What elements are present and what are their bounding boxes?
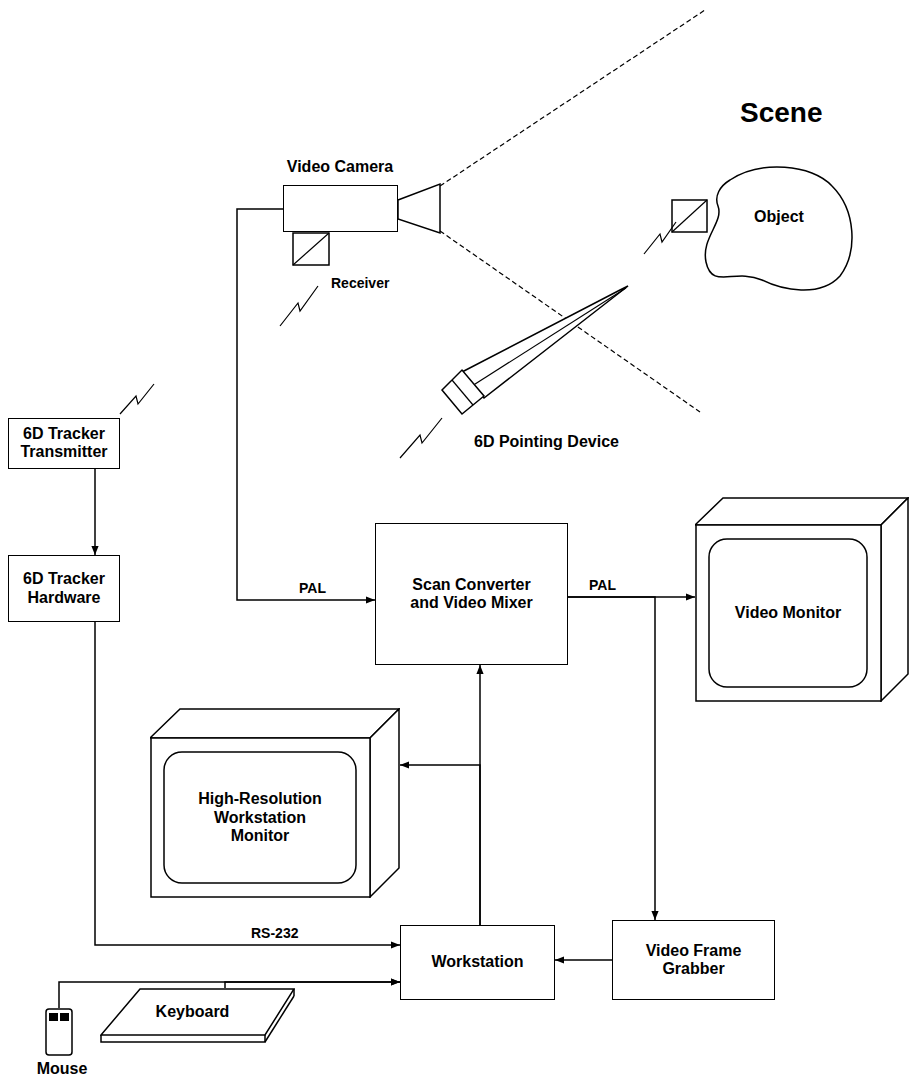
part-label: 6D Pointing Device xyxy=(474,433,619,451)
sensor-diagonal xyxy=(452,380,473,405)
signal-connector xyxy=(237,209,375,600)
signal-connector xyxy=(400,765,480,925)
receiver-sensor xyxy=(293,233,329,265)
pointing-device xyxy=(462,286,628,398)
node-label: Keyboard xyxy=(120,1003,265,1021)
part-label: Receiver xyxy=(331,276,389,291)
signal-connector xyxy=(95,622,400,945)
signal-symbol xyxy=(400,418,442,458)
camera-body xyxy=(283,185,398,232)
node-label: Mouse xyxy=(26,1060,98,1078)
mouse-node: Mouse xyxy=(32,1008,92,1086)
monitor-node: High-Resolution Workstation Monitor xyxy=(150,708,400,898)
signal-connector xyxy=(568,597,655,920)
box-node: 6D Tracker Hardware xyxy=(8,555,120,622)
node-label: High-Resolution Workstation Monitor xyxy=(185,790,335,845)
sensor-diagonal xyxy=(293,233,329,265)
signal-name: PAL xyxy=(588,578,617,593)
pointer-sensor xyxy=(442,370,484,414)
object-sensor xyxy=(672,200,707,232)
view-line xyxy=(440,10,705,186)
blob-node: Object xyxy=(700,160,858,298)
signal-symbol xyxy=(280,286,318,326)
node-label: Object xyxy=(720,208,838,226)
node-label: Video Camera xyxy=(270,158,410,176)
view-line xyxy=(440,231,700,412)
camera-node: Video Camera xyxy=(270,158,410,233)
pointing-device-edge xyxy=(472,288,626,386)
signal-connector xyxy=(555,959,612,961)
monitor-outline xyxy=(695,497,909,702)
node-label: Scan Converter and Video Mixer xyxy=(402,576,542,613)
box-node: 6D Tracker Transmitter xyxy=(8,418,120,469)
signal-name: PAL xyxy=(298,581,327,596)
box-node: Video Frame Grabber xyxy=(612,920,775,1000)
mouse-icon xyxy=(32,1008,92,1058)
node-label: Video Frame Grabber xyxy=(629,942,759,979)
sensor-diagonal xyxy=(672,200,707,232)
signal-connector xyxy=(225,982,400,988)
keyboard-node: Keyboard xyxy=(100,988,295,1043)
camera-lens xyxy=(398,184,440,233)
node-label: 6D Tracker Hardware xyxy=(15,570,113,607)
node-label: Video Monitor xyxy=(713,604,863,622)
signal-name: RS-232 xyxy=(250,926,299,941)
box-node: Workstation xyxy=(400,925,555,1000)
scene-title: Scene xyxy=(740,98,823,129)
monitor-node: Video Monitor xyxy=(695,497,909,702)
signal-symbol xyxy=(120,384,154,414)
signal-connector xyxy=(94,469,96,555)
object-outline xyxy=(700,160,858,298)
node-label: 6D Tracker Transmitter xyxy=(15,425,113,462)
signal-symbol xyxy=(644,222,676,254)
node-label: Workstation xyxy=(408,953,548,971)
box-node: Scan Converter and Video Mixer xyxy=(375,523,568,665)
